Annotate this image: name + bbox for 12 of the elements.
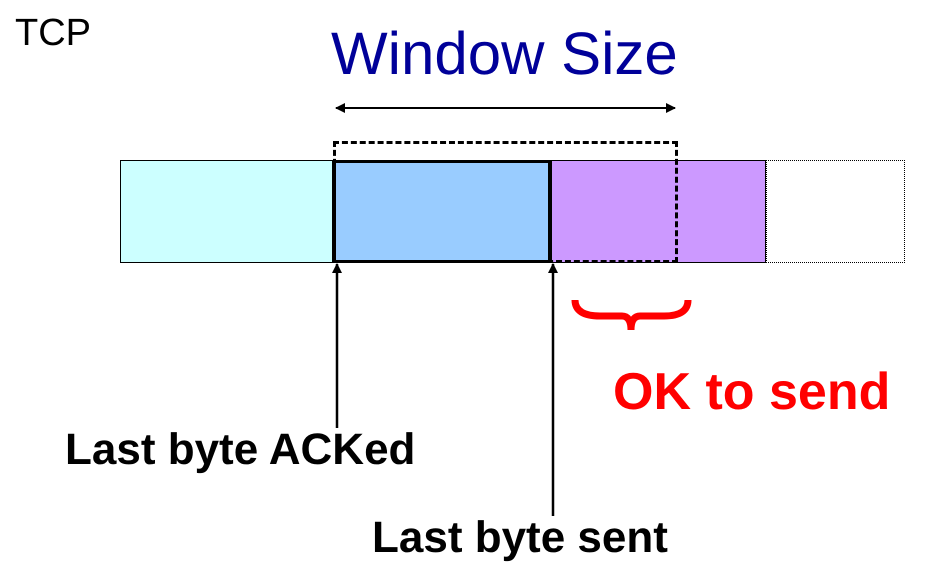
dimension-label: Window Size [331,24,678,84]
window-frame [333,141,678,263]
arrow [548,263,558,516]
arrow [332,263,342,428]
buffer-segment [766,160,905,263]
pointer-label: Last byte sent [372,516,668,560]
annotation-label: OK to send [613,366,890,418]
buffer-segment [551,160,766,263]
title-label: TCP [15,14,91,52]
buffer-segment [333,160,551,263]
pointer-label: Last byte ACKed [65,428,416,472]
buffer-segment [120,160,333,263]
